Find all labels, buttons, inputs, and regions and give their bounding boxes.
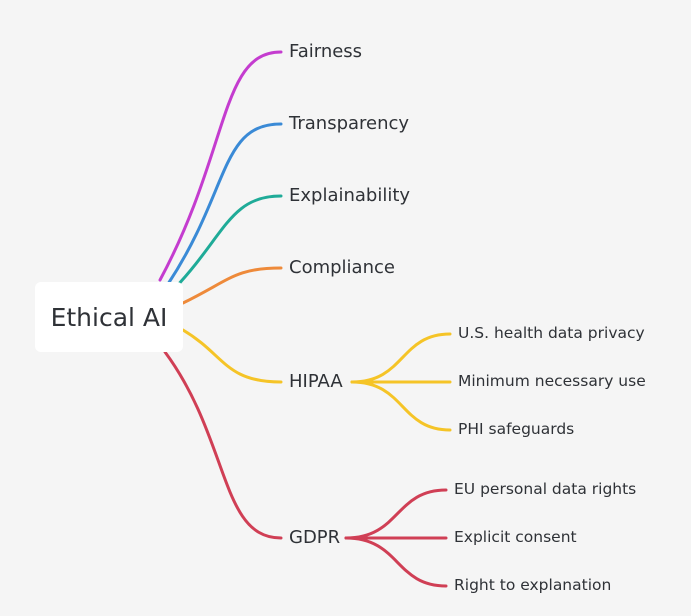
node-transparency[interactable]: Transparency: [289, 113, 410, 134]
node-hipaa[interactable]: HIPAA: [289, 371, 343, 392]
node-gdpr[interactable]: GDPR: [289, 527, 341, 548]
connector-hipaa: [181, 328, 283, 384]
node-gdpr-rights[interactable]: EU personal data rights: [454, 480, 637, 498]
node-gdpr-consent[interactable]: Explicit consent: [454, 528, 577, 546]
node-hipaa-privacy[interactable]: U.S. health data privacy: [458, 324, 645, 342]
node-hipaa-minimum[interactable]: Minimum necessary use: [458, 372, 646, 390]
connector-compliance: [181, 266, 283, 305]
connector-transparency: [166, 122, 283, 286]
node-fairness[interactable]: Fairness: [289, 41, 363, 62]
root-node-label: Ethical AI: [50, 302, 168, 332]
connector-gdpr-explanation: [344, 536, 448, 588]
node-hipaa-phi[interactable]: PHI safeguards: [458, 420, 575, 438]
connector-explainability: [173, 194, 283, 290]
node-explainability[interactable]: Explainability: [289, 185, 411, 206]
root-node[interactable]: Ethical AI: [35, 282, 183, 352]
connector-fairness: [158, 50, 283, 282]
node-compliance[interactable]: Compliance: [289, 257, 395, 278]
connector-gdpr: [163, 350, 283, 540]
connector-hipaa-privacy: [350, 332, 452, 384]
node-gdpr-explanation[interactable]: Right to explanation: [454, 576, 612, 594]
connector-hipaa-phi: [350, 380, 452, 432]
connector-gdpr-rights: [344, 488, 448, 540]
